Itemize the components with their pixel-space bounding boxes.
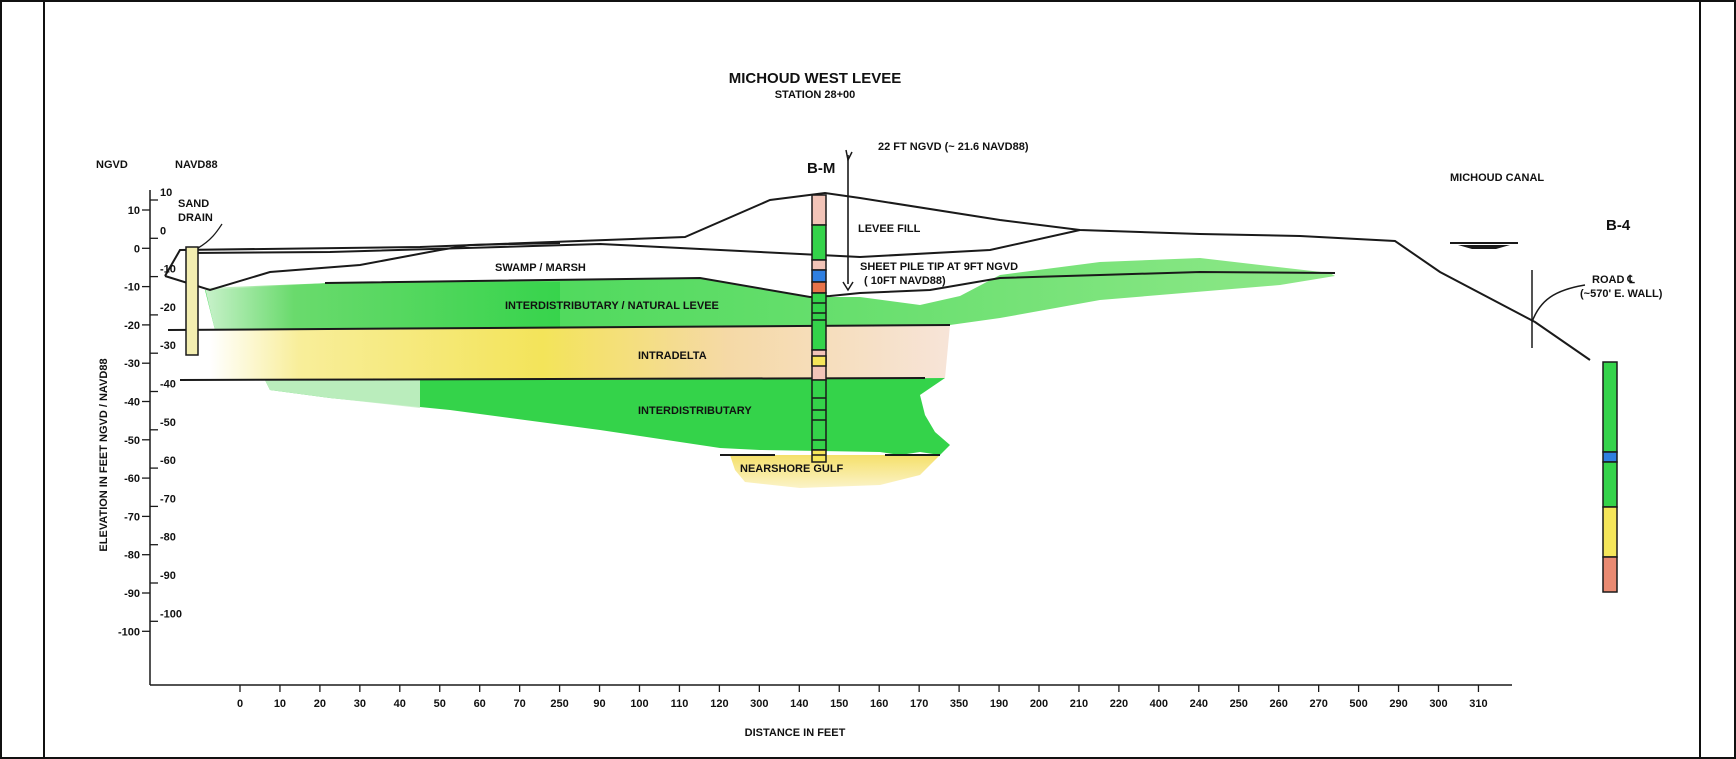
x-tick-label: 250 — [550, 698, 568, 710]
sheet-pile — [842, 149, 854, 292]
layer-nearshore-gulf — [730, 455, 940, 488]
layer-interdistributary-fade — [265, 380, 420, 408]
canal-water-symbol — [1450, 242, 1518, 249]
navd88-tick-label: -100 — [160, 608, 182, 620]
navd88-tick-label: -40 — [160, 379, 176, 391]
x-tick-label: 500 — [1349, 698, 1367, 710]
michoud-canal-label: MICHOUD CANAL — [1450, 172, 1544, 184]
navd88-tick-label: -60 — [160, 455, 176, 467]
swamp-lower-line — [324, 270, 1336, 299]
x-tick-label: 210 — [1070, 698, 1088, 710]
navd88-tick-label: -80 — [160, 532, 176, 544]
ngvd-tick-label: 0 — [134, 243, 140, 255]
ngvd-tick-label: -20 — [124, 320, 140, 332]
x-tick-label: 50 — [434, 698, 446, 710]
sheet-pile-top-label: 22 FT NGVD (~ 21.6 NAVD88) — [878, 141, 1029, 153]
swamp-upper-line — [164, 242, 561, 292]
sand-drain-label-line2: DRAIN — [178, 212, 213, 224]
navd88-tick-label: 10 — [160, 187, 172, 199]
ngvd-tick-label: -90 — [124, 588, 140, 600]
ngvd-tick-label: -80 — [124, 550, 140, 562]
x-tick-label: 240 — [1190, 698, 1208, 710]
road-centerline-marker — [1531, 270, 1586, 348]
x-tick-labels: 0 10 20 30 40 50 60 70 250 90 100 110 120 300 140 150 16… — [237, 685, 1488, 710]
x-tick-label: 150 — [830, 698, 848, 710]
y-axis-title: ELEVATION IN FEET NGVD / NAVD88 — [98, 358, 110, 551]
x-tick-label: 0 — [237, 698, 243, 710]
x-tick-label: 90 — [593, 698, 605, 710]
navd88-tick-label: -50 — [160, 417, 176, 429]
x-tick-label: 270 — [1309, 698, 1327, 710]
ngvd-tick-label: -70 — [124, 511, 140, 523]
ngvd-datum-label: NGVD — [96, 159, 128, 171]
navd88-tick-label: -30 — [160, 340, 176, 352]
layer-label-interdistributary: INTERDISTRIBUTARY — [638, 405, 752, 417]
ngvd-tick-label: -40 — [124, 397, 140, 409]
navd88-datum-label: NAVD88 — [175, 159, 218, 171]
x-tick-label: 300 — [750, 698, 768, 710]
ngvd-tick-label: -10 — [124, 282, 140, 294]
levee-fill-base-line — [189, 229, 1081, 259]
boring-bm-label: B-M — [807, 160, 835, 177]
x-tick-label: 400 — [1150, 698, 1168, 710]
navd88-tick-labels: 10 0 -10 -20 -30 -40 -50 -60 -70 -80 -90 -100 — [150, 187, 182, 622]
sand-drain-label-line1: SAND — [178, 198, 209, 210]
x-tick-label: 40 — [394, 698, 406, 710]
intradelta-bottom-line — [179, 377, 926, 381]
road-label-line1: ROAD ℄ — [1592, 274, 1635, 286]
x-tick-label: 350 — [950, 698, 968, 710]
x-tick-label: 310 — [1469, 698, 1487, 710]
x-tick-label: 60 — [474, 698, 486, 710]
x-tick-label: 140 — [790, 698, 808, 710]
x-tick-label: 160 — [870, 698, 888, 710]
layer-label-levee-fill: LEVEE FILL — [858, 223, 921, 235]
layer-label-intradelta: INTRADELTA — [638, 350, 707, 362]
layer-label-nearshore-gulf: NEARSHORE GULF — [740, 463, 844, 475]
layer-interdistributary — [265, 378, 950, 455]
navd88-tick-label: -20 — [160, 302, 176, 314]
x-tick-label: 120 — [710, 698, 728, 710]
sheet-pile-tip-label-line1: SHEET PILE TIP AT 9FT NGVD — [860, 261, 1018, 273]
x-tick-label: 290 — [1389, 698, 1407, 710]
drawing-subtitle: STATION 28+00 — [775, 89, 856, 101]
navd88-tick-label: -70 — [160, 493, 176, 505]
layer-natural-levee-left-fade — [205, 282, 560, 330]
x-tick-label: 300 — [1429, 698, 1447, 710]
ngvd-tick-labels: 10 0 -10 -20 -30 -40 -50 -60 -70 -80 -90 -100 — [118, 205, 150, 638]
x-tick-label: 110 — [671, 698, 689, 710]
navd88-tick-label: 0 — [160, 225, 166, 237]
ngvd-tick-label: -30 — [124, 358, 140, 370]
ngvd-tick-label: -100 — [118, 626, 140, 638]
x-tick-label: 30 — [354, 698, 366, 710]
sheet-pile-tip-label-line2: ( 10FT NAVD88) — [864, 275, 946, 287]
navd88-tick-label: -90 — [160, 570, 176, 582]
road-label-line2: (~570' E. WALL) — [1580, 288, 1663, 300]
sand-drain: SAND DRAIN — [178, 198, 223, 356]
ngvd-tick-label: -60 — [124, 473, 140, 485]
navd88-tick-label: -10 — [160, 264, 176, 276]
layer-label-interdistributary-natural-levee: INTERDISTRIBUTARY / NATURAL LEVEE — [505, 300, 719, 312]
x-tick-label: 250 — [1230, 698, 1248, 710]
x-tick-label: 260 — [1270, 698, 1288, 710]
layer-intradelta — [210, 325, 950, 380]
x-tick-label: 220 — [1110, 698, 1128, 710]
x-tick-label: 190 — [990, 698, 1008, 710]
layer-label-swamp: SWAMP / MARSH — [495, 262, 586, 274]
boring-b4-label: B-4 — [1606, 217, 1631, 234]
x-axis-title: DISTANCE IN FEET — [745, 727, 846, 739]
ngvd-tick-label: 10 — [128, 205, 140, 217]
boring-b4-log — [1602, 361, 1618, 593]
axes — [149, 190, 1512, 686]
x-tick-label: 200 — [1030, 698, 1048, 710]
x-tick-label: 10 — [274, 698, 286, 710]
x-tick-label: 100 — [630, 698, 648, 710]
boring-bm-log — [811, 194, 827, 463]
ngvd-tick-label: -50 — [124, 435, 140, 447]
drawing-title: MICHOUD WEST LEVEE — [729, 70, 902, 87]
x-tick-label: 20 — [314, 698, 326, 710]
x-tick-label: 170 — [910, 698, 928, 710]
x-tick-label: 70 — [514, 698, 526, 710]
